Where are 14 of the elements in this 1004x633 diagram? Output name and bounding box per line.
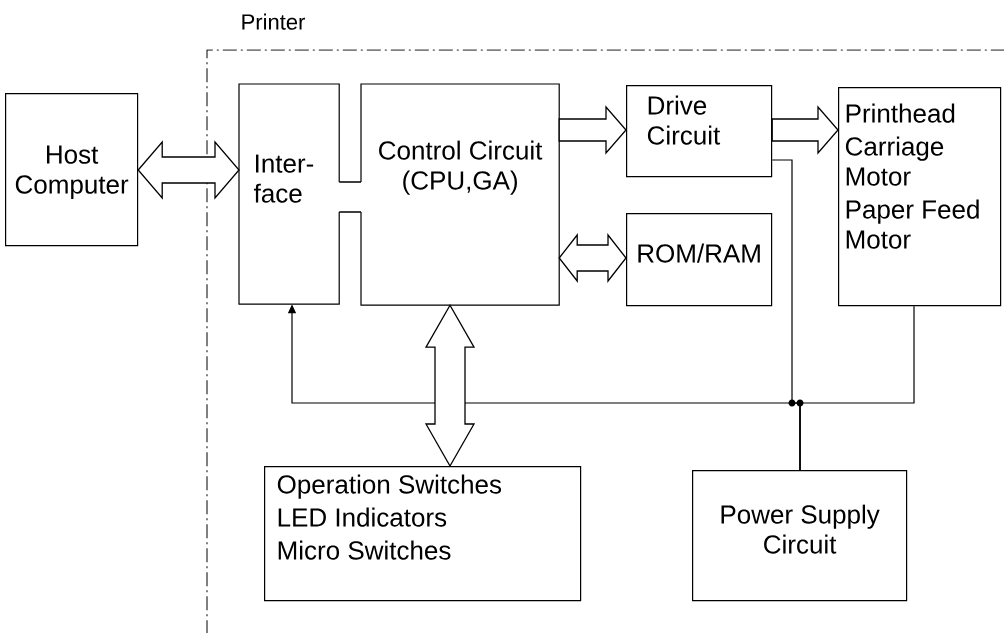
double-block-arrow [137, 140, 240, 200]
power-line [799, 305, 915, 471]
switch-panel-box: Operation Switches LED Indicators Micro Switches [264, 466, 582, 602]
memory-box: ROM/RAM [626, 213, 773, 307]
circuit-box: Drive Circuit [626, 85, 773, 178]
power-supply-box: Power Supply Circuit [692, 470, 908, 602]
block-arrow [771, 105, 839, 155]
double-block-arrow [558, 233, 627, 283]
control-box: Control Circuit (CPU,GA) [360, 83, 560, 306]
mechanism-box: Printhead Carriage Motor Paper Feed Motor [838, 87, 1002, 307]
computer-box: Host Computer [5, 93, 139, 247]
bus-connector [338, 181, 362, 213]
block-arrow [558, 105, 627, 155]
interface-box: Inter- face [238, 83, 340, 305]
